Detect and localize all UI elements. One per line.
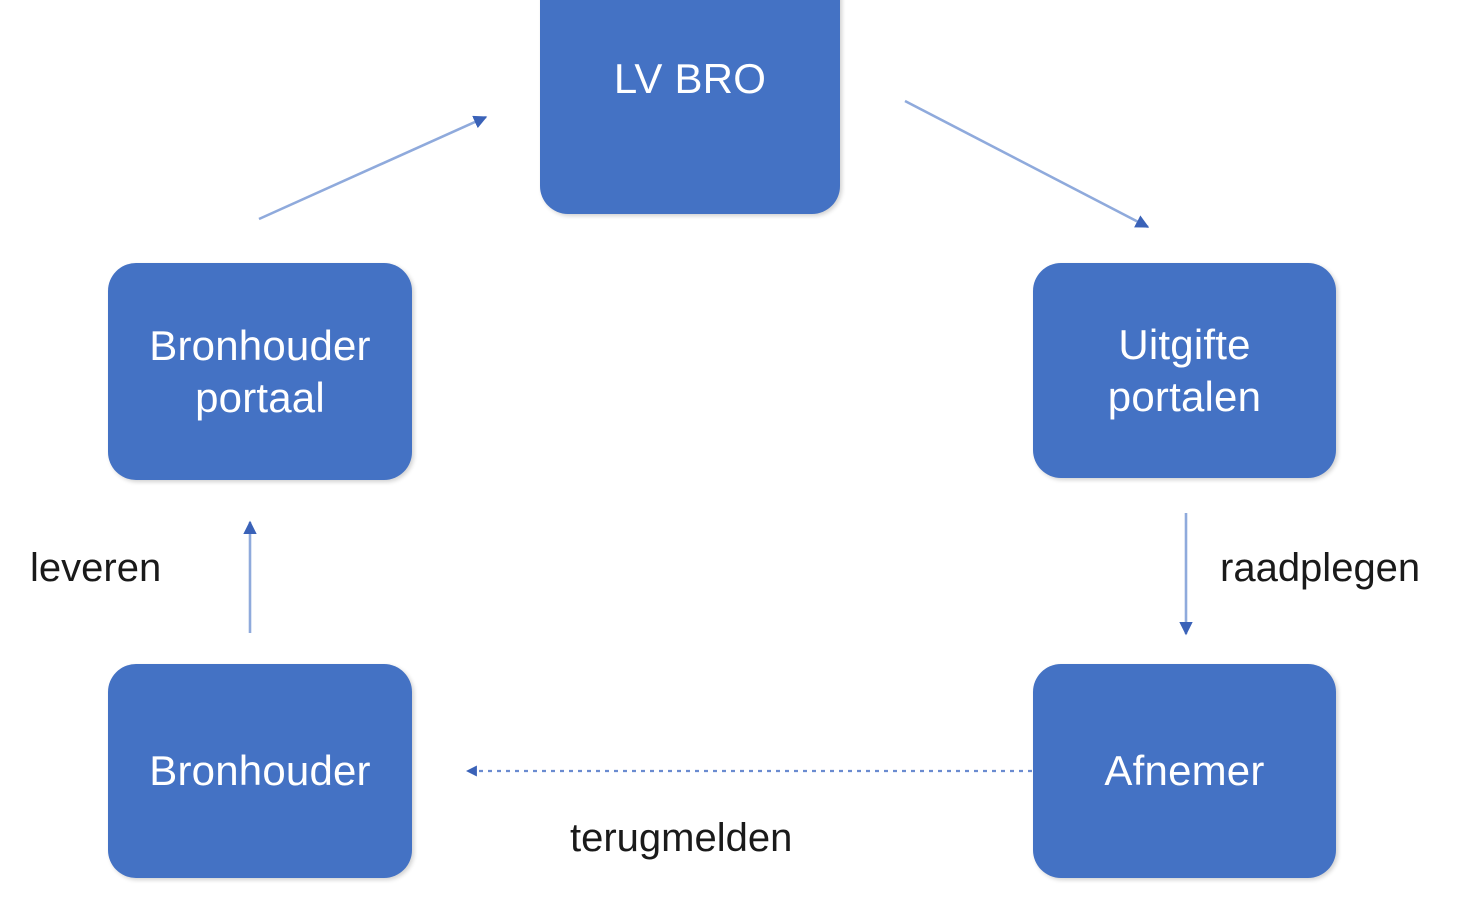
node-uitgifte-portalen[interactable]: Uitgifte portalen (1033, 263, 1336, 478)
node-lv-bro-label: LV BRO (613, 55, 767, 103)
node-bronhouder-portaal-label: Bronhouder portaal (149, 322, 371, 421)
edge-label-leveren: leveren (30, 546, 162, 590)
edge-bronhouder-portaal-to-lv-bro (258, 115, 488, 221)
node-bronhouder[interactable]: Bronhouder (108, 664, 412, 878)
node-bronhouder-label: Bronhouder (149, 747, 371, 795)
node-lv-bro[interactable]: LV BRO (540, 0, 840, 214)
edge-label-terugmelden: terugmelden (570, 816, 793, 860)
edge-lv-bro-to-uitgifte-portalen (904, 99, 1150, 229)
node-bronhouder-portaal[interactable]: Bronhouder portaal (108, 263, 412, 480)
edge-label-raadplegen: raadplegen (1220, 546, 1421, 590)
node-afnemer[interactable]: Afnemer (1033, 664, 1336, 878)
node-afnemer-label: Afnemer (1104, 747, 1265, 795)
node-uitgifte-portalen-label: Uitgifte portalen (1107, 321, 1262, 420)
